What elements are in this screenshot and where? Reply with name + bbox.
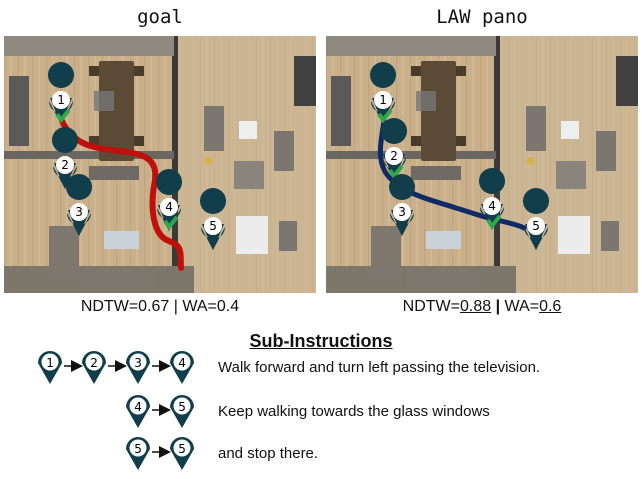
law-wa-prefix: WA= — [504, 298, 540, 315]
marker-2: 2 — [52, 127, 79, 189]
law-map-canvas: 1 2 3 4 5 — [326, 36, 638, 293]
goal-path — [59, 118, 184, 271]
seq-marker-2: 2 — [82, 351, 106, 384]
sequence-row-2: 4 5 — [126, 395, 194, 428]
marker-3-label: 3 — [75, 205, 83, 219]
seq-marker-4: 4 — [126, 395, 150, 428]
svg-text:5: 5 — [178, 400, 186, 414]
sub-instruction-1-text: Walk forward and turn left passing the t… — [218, 359, 541, 376]
marker-5: 5 — [523, 188, 550, 250]
seq-marker-5b: 5 — [170, 437, 194, 470]
marker-1: 1 — [370, 62, 397, 124]
check-icon — [163, 215, 179, 231]
marker-4: 4 — [156, 169, 183, 231]
svg-text:5: 5 — [178, 442, 186, 456]
marker-1: 1 — [48, 62, 75, 124]
svg-text:1: 1 — [46, 356, 54, 370]
marker-5: 5 — [200, 188, 227, 250]
svg-text:2: 2 — [90, 356, 98, 370]
marker-2-label: 2 — [61, 158, 69, 172]
check-icon — [388, 164, 404, 180]
seq-marker-3: 3 — [126, 351, 150, 384]
marker-2: 2 — [381, 118, 408, 180]
svg-text:4: 4 — [134, 400, 142, 414]
svg-text:5: 5 — [134, 442, 142, 456]
law-metrics: NDTW=0.88 | WA=0.6 — [326, 298, 638, 316]
sub-instruction-3-text: and stop there. — [218, 445, 319, 462]
marker-4-label: 4 — [488, 199, 496, 213]
svg-text:4: 4 — [178, 356, 186, 370]
sequence-row-1: 1 2 3 4 — [38, 351, 194, 384]
marker-1-label: 1 — [379, 93, 387, 107]
law-ndtw-prefix: NDTW= — [402, 298, 460, 315]
sub-instruction-2-text: Keep walking towards the glass windows — [218, 403, 490, 420]
marker-3: 3 — [66, 174, 93, 236]
goal-ndtw: NDTW=0.67 — [80, 298, 170, 315]
law-wa-value: 0.6 — [539, 298, 562, 315]
marker-5-label: 5 — [532, 219, 540, 233]
check-icon — [377, 108, 393, 124]
law-pano-map: 1 2 3 4 5 — [326, 36, 638, 293]
marker-2-label: 2 — [390, 149, 398, 163]
marker-5-label: 5 — [209, 219, 217, 233]
goal-map: 1 2 3 4 5 — [4, 36, 316, 293]
marker-1-label: 1 — [57, 93, 65, 107]
marker-3-label: 3 — [398, 205, 406, 219]
marker-4-label: 4 — [165, 200, 173, 214]
law-panel-title: LAW pano — [436, 6, 528, 28]
law-metric-separator: | — [495, 298, 501, 315]
goal-metric-separator: | — [173, 298, 178, 315]
goal-panel-title: goal — [137, 6, 183, 28]
seq-marker-4: 4 — [170, 351, 194, 384]
check-icon — [55, 108, 71, 124]
seq-marker-1: 1 — [38, 351, 62, 384]
check-icon — [486, 214, 502, 230]
marker-3: 3 — [389, 174, 416, 236]
seq-marker-5: 5 — [126, 437, 150, 470]
law-pano-path — [377, 118, 527, 231]
law-ndtw-value: 0.88 — [460, 298, 492, 315]
marker-4: 4 — [479, 168, 506, 230]
goal-map-canvas: 1 2 3 4 5 — [4, 36, 316, 293]
sub-instructions-heading: Sub-Instructions — [249, 331, 393, 351]
goal-wa: WA=0.4 — [182, 298, 240, 315]
seq-marker-5: 5 — [170, 395, 194, 428]
sequence-row-3: 5 5 — [126, 437, 194, 470]
goal-metrics: NDTW=0.67 | WA=0.4 — [4, 298, 316, 316]
svg-text:3: 3 — [134, 356, 142, 370]
